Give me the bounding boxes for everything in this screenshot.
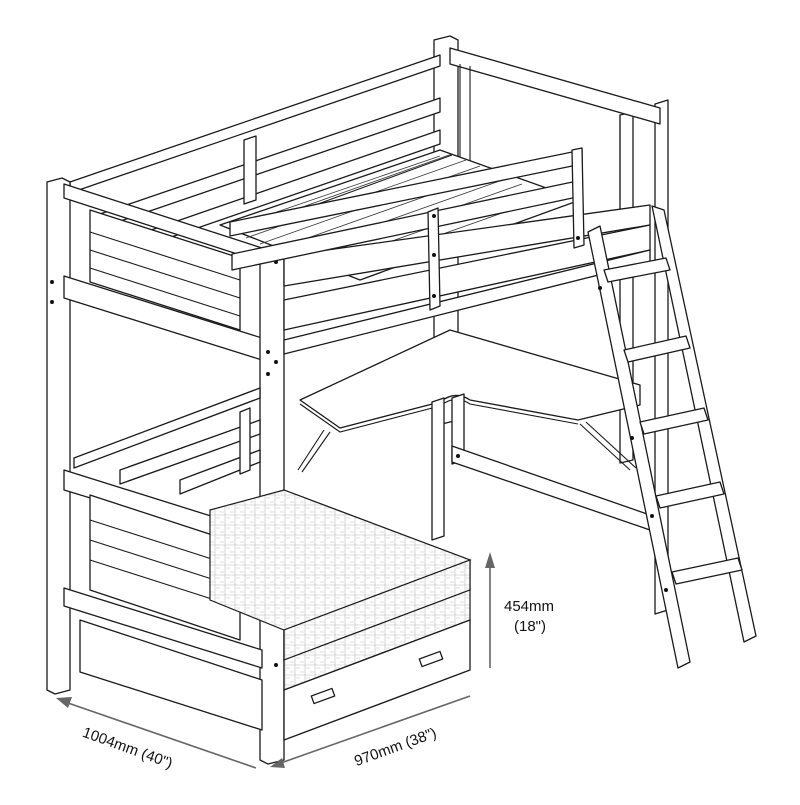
drawer-handle-front <box>310 687 336 705</box>
height-dimension-inch: (18") <box>514 618 546 635</box>
back-guard-rails <box>69 54 441 253</box>
dimension-arrows <box>56 552 495 769</box>
corner-desk <box>297 329 651 541</box>
height-dimension-mm: 454mm <box>504 598 555 615</box>
front-left-post <box>46 177 71 695</box>
upper-end-panel <box>63 183 263 361</box>
drawer-handle-right <box>418 650 444 668</box>
upper-front-rails <box>229 147 651 355</box>
width-arrow <box>277 695 471 765</box>
trundle-drawer <box>79 619 471 741</box>
ladder <box>587 205 757 669</box>
lower-guard-rails <box>73 387 261 495</box>
back-posts <box>433 35 669 615</box>
lower-mattress <box>209 489 472 691</box>
length-arrow <box>67 702 257 769</box>
